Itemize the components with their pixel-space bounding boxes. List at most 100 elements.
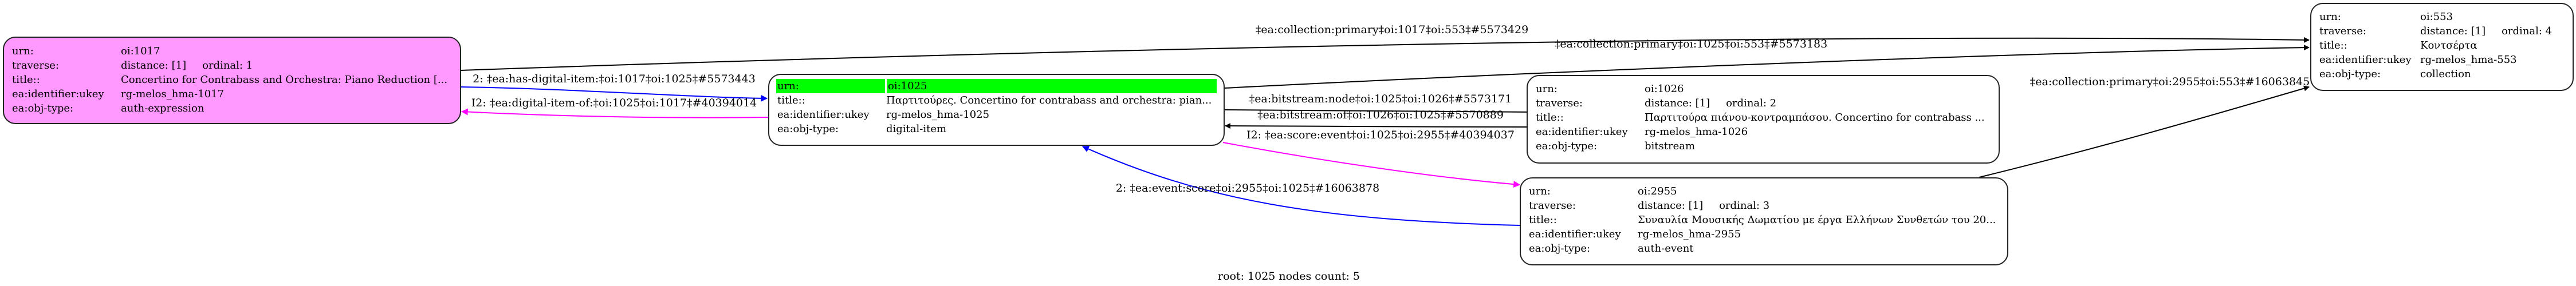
node-row-ukey: ea:identifier:ukey rg-melos_hma-1025 <box>776 108 1217 122</box>
field-key: traverse: <box>2319 25 2366 37</box>
ordinal: ordinal: 4 <box>2502 25 2553 37</box>
node-row-title: title::Concertino for Contrabass and Orc… <box>11 73 453 87</box>
edge-label-1025-2955: I2: ‡ea:score:event‡oi:1025‡oi:2955‡#403… <box>1246 129 1515 141</box>
node-row-urn: urn: oi:1026 <box>1535 82 1992 96</box>
node-row-urn: urn: oi:553 <box>2318 10 2566 24</box>
node-row-type: ea:obj-type: auth-event <box>1528 241 2000 256</box>
node-row-type: ea:obj-type: collection <box>2318 67 2566 81</box>
field-key: ea:identifier:ukey <box>1536 126 1628 138</box>
edge-label-1025-1017: I2: ‡ea:digital-item-of:‡oi:1025‡oi:1017… <box>471 97 757 109</box>
edge-label-2955-553: ‡ea:collection:primary‡oi:2955‡oi:553‡#1… <box>2030 76 2310 88</box>
field-key: traverse: <box>12 59 59 72</box>
node-row-traverse: traverse: distance: [1] ordinal: 1 <box>11 58 453 73</box>
field-key: title:: <box>777 94 805 106</box>
edge-label-1025-1026: ‡ea:bitstream:node‡oi:1025‡oi:1026‡#5573… <box>1249 93 1512 105</box>
node-row-ukey: ea:identifier:ukey rg-melos_hma-1017 <box>11 87 453 101</box>
edge-label-1026-1025: ‡ea:bitstream:of‡oi:1026‡oi:1025‡#557088… <box>1257 109 1504 121</box>
distance: distance: [1] <box>121 59 187 72</box>
node-row-title: title::Παρτιτούρες. Concertino for contr… <box>776 93 1217 108</box>
field-value: oi:1017 <box>121 45 160 57</box>
ordinal: ordinal: 1 <box>202 59 253 72</box>
field-key: traverse: <box>1529 200 1576 212</box>
field-key: ea:identifier:ukey <box>12 88 104 100</box>
field-value: distance: [1] ordinal: 4 <box>2419 25 2566 37</box>
edge-2955-553[interactable] <box>1979 85 2310 178</box>
field-key: urn: <box>1536 83 1558 95</box>
field-value: rg-melos_hma-2955 <box>1638 228 1741 240</box>
node-oi-553[interactable]: urn: oi:553 traverse: distance: [1] ordinal… <box>2310 3 2574 91</box>
field-value: rg-melos_hma-1017 <box>121 88 225 100</box>
field-value: auth-event <box>1638 243 1694 255</box>
node-row-title: title::Συναυλία Μουσικής Δωματίου με έργ… <box>1528 213 2000 227</box>
edge-2955-1025[interactable] <box>1081 145 1520 226</box>
field-value: oi:1026 <box>1645 83 1684 95</box>
node-oi-2955[interactable]: urn: oi:2955 traverse: distance: [1] ordina… <box>1520 177 2008 265</box>
edge-label-1017-553: ‡ea:collection:primary‡oi:1017‡oi:553‡#5… <box>1255 23 1529 36</box>
field-key: ea:obj-type: <box>777 123 839 135</box>
field-value: distance: [1] ordinal: 1 <box>120 59 453 72</box>
field-value: oi:2955 <box>1638 185 1677 197</box>
distance: distance: [1] <box>1638 200 1704 212</box>
node-row-type: ea:obj-type: auth-expression <box>11 101 453 116</box>
node-oi-1026[interactable]: urn: oi:1026 traverse: distance: [1] ordina… <box>1527 75 2000 164</box>
edge-1026-1025[interactable] <box>1225 123 1539 129</box>
edge-1025-553[interactable] <box>1224 45 2310 89</box>
node-row-urn-highlighted: urn:oi:1025 <box>776 79 1217 93</box>
node-row-title: title::Παρτιτούρα πιάνου-κοντραμπάσου. C… <box>1535 110 1992 125</box>
edge-1025-1026[interactable] <box>1224 109 1539 115</box>
field-key: urn: <box>2319 11 2341 23</box>
field-key: ea:obj-type: <box>2319 68 2381 80</box>
node-row-ukey: ea:identifier:ukey rg-melos_hma-1026 <box>1535 125 1992 139</box>
field-value: distance: [1] ordinal: 2 <box>1643 97 1992 109</box>
field-value: digital-item <box>886 123 947 135</box>
field-value: oi:1025 <box>887 79 1217 93</box>
ordinal: ordinal: 3 <box>1719 200 1770 212</box>
edge-1025-2955[interactable] <box>1222 142 1521 188</box>
node-row-title: title::Κοντσέρτα <box>2318 38 2566 53</box>
field-key: ea:obj-type: <box>12 102 74 114</box>
field-key: ea:identifier:ukey <box>777 109 870 121</box>
field-key: urn: <box>12 45 34 57</box>
node-row-urn: urn: oi:1017 <box>11 44 453 58</box>
field-value: rg-melos_hma-553 <box>2420 54 2517 66</box>
node-oi-1017[interactable]: urn: oi:1017 traverse: distance: [1] ordina… <box>3 37 461 124</box>
field-value: Concertino for Contrabass and Orchestra:… <box>121 74 448 86</box>
edge-label-1025-553: ‡ea:collection:primary‡oi:1025‡oi:553‡#5… <box>1554 38 1828 50</box>
field-key: urn: <box>776 79 885 93</box>
field-value: bitstream <box>1645 140 1696 152</box>
field-value: collection <box>2420 68 2471 80</box>
field-key: traverse: <box>1536 97 1583 109</box>
field-key: ea:obj-type: <box>1529 243 1591 255</box>
field-key: title:: <box>1536 112 1564 124</box>
field-value: oi:553 <box>2420 11 2453 23</box>
ordinal: ordinal: 2 <box>1726 97 1777 109</box>
node-row-traverse: traverse: distance: [1] ordinal: 4 <box>2318 24 2566 38</box>
node-row-urn: urn: oi:2955 <box>1528 184 2000 198</box>
edge-1017-553[interactable] <box>460 37 2310 71</box>
field-key: urn: <box>1529 185 1551 197</box>
edge-label-2955-1025: 2: ‡ea:event:score‡oi:2955‡oi:1025‡#1606… <box>1115 182 1380 194</box>
distance: distance: [1] <box>1645 97 1710 109</box>
field-value: rg-melos_hma-1025 <box>886 109 990 121</box>
field-value: auth-expression <box>121 102 204 114</box>
edge-1025-1017[interactable] <box>461 108 769 118</box>
edge-1017-1025[interactable] <box>460 86 768 102</box>
field-key: title:: <box>1529 214 1557 226</box>
node-oi-1025-root[interactable]: urn:oi:1025 title::Παρτιτούρες. Concerti… <box>768 74 1225 146</box>
field-value: Κοντσέρτα <box>2420 39 2477 51</box>
field-value: rg-melos_hma-1026 <box>1645 126 1748 138</box>
node-row-traverse: traverse: distance: [1] ordinal: 3 <box>1528 198 2000 213</box>
edge-label-1017-1025: 2: ‡ea:has-digital-item:‡oi:1017‡oi:1025… <box>473 73 756 85</box>
distance: distance: [1] <box>2420 25 2486 37</box>
node-row-type: ea:obj-type: bitstream <box>1535 139 1992 153</box>
field-key: ea:obj-type: <box>1536 140 1598 152</box>
node-row-traverse: traverse: distance: [1] ordinal: 2 <box>1535 96 1992 110</box>
field-value: Συναυλία Μουσικής Δωματίου με έργα Ελλήν… <box>1638 214 1996 226</box>
graph-footer: root: 1025 nodes count: 5 <box>1217 270 1360 283</box>
field-value: Παρτιτούρα πιάνου-κοντραμπάσου. Concerti… <box>1645 112 1985 124</box>
node-row-type: ea:obj-type: digital-item <box>776 122 1217 136</box>
field-value: distance: [1] ordinal: 3 <box>1637 200 2000 212</box>
